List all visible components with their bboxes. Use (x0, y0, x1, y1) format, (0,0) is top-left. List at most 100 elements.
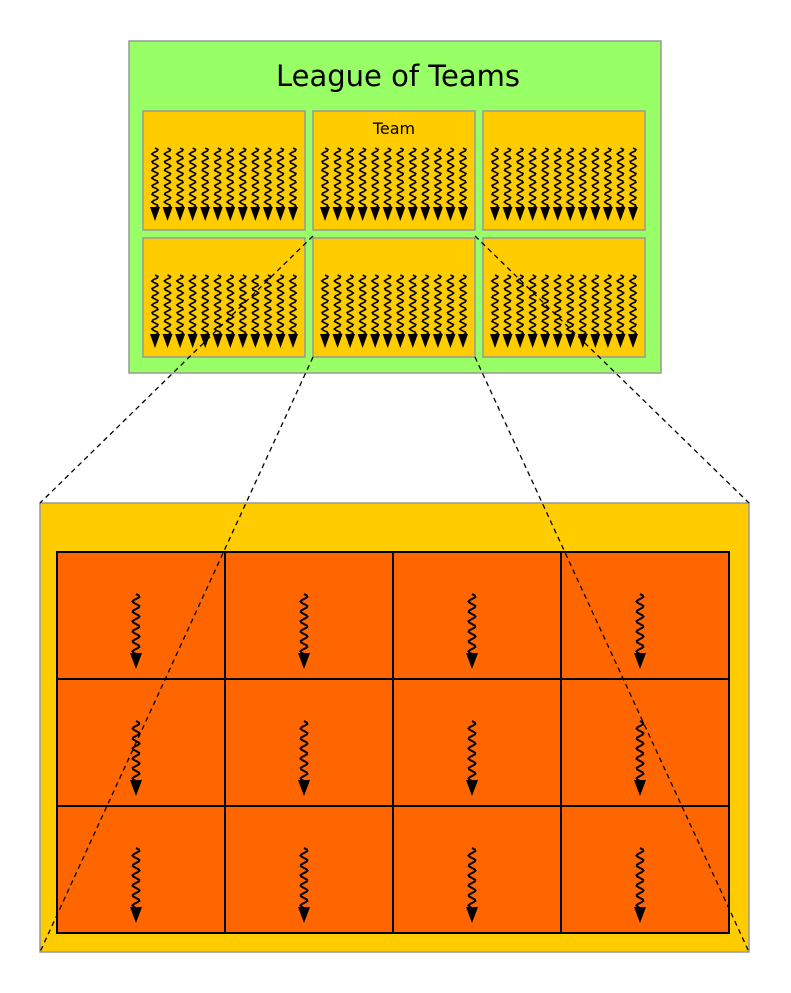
wavy-arrow-icon (187, 274, 198, 348)
wavy-arrow-icon (357, 274, 368, 348)
thread-grid (56, 551, 730, 934)
thread-cell-rect (224, 678, 394, 807)
wavy-arrow-icon (200, 274, 211, 348)
wavy-arrow-icon (275, 147, 286, 221)
wavy-arrow-icon (320, 147, 330, 221)
wavy-arrow-icon (130, 593, 142, 669)
thread-cell (560, 551, 730, 680)
wavy-arrow-icon (420, 274, 431, 348)
wavy-arrow-icon (628, 147, 638, 221)
wavy-arrow-icon (527, 274, 538, 348)
wavy-arrow-icon (502, 274, 513, 348)
league-title: League of Teams (276, 59, 520, 93)
wavy-arrow-icon (628, 274, 638, 348)
wavy-arrow-icon (515, 147, 526, 221)
wavy-arrow-icon (552, 274, 563, 348)
wavy-arrow-icon (262, 274, 273, 348)
thread-cell (224, 678, 394, 807)
wavy-arrow-icon (162, 147, 173, 221)
wavy-arrow-icon (395, 147, 406, 221)
wavy-arrow-icon (634, 720, 646, 796)
wavy-arrow-icon (298, 847, 310, 923)
wavy-arrow-icon (187, 147, 198, 221)
wavy-arrow-icon (458, 147, 468, 221)
wavy-arrow-icon (382, 147, 393, 221)
wavy-arrow-icon (288, 274, 298, 348)
wavy-arrow-icon (345, 274, 356, 348)
wavy-arrow-icon (502, 147, 513, 221)
wavy-arrow-icon (615, 147, 626, 221)
thread-cell (392, 805, 562, 934)
thread-cell-rect (560, 678, 730, 807)
wavy-arrow-icon (407, 147, 418, 221)
wavy-arrow-icon (250, 147, 261, 221)
wavy-arrow-icon (466, 847, 478, 923)
wavy-arrow-icon (357, 147, 368, 221)
wavy-arrow-icon (332, 274, 343, 348)
thread-cell (56, 678, 226, 807)
wavy-arrow-icon (590, 274, 601, 348)
wavy-arrow-icon (250, 274, 261, 348)
wavy-arrow-icon (298, 593, 310, 669)
wavy-arrow-icon (445, 147, 456, 221)
wavy-arrow-icon (200, 147, 211, 221)
wavy-arrow-icon (237, 147, 248, 221)
team-grid: Team (142, 110, 646, 358)
wavy-arrow-icon (577, 274, 588, 348)
wavy-arrow-icon (370, 147, 381, 221)
team-box (142, 110, 306, 231)
thread-cell-rect (56, 551, 226, 680)
wavy-arrow-icon (490, 274, 500, 348)
wavy-arrow-icon (175, 147, 186, 221)
team-box: Team (312, 110, 476, 231)
wavy-arrow-icon (420, 147, 431, 221)
wavy-arrow-icon (162, 274, 173, 348)
thread-cell-rect (392, 678, 562, 807)
wavy-arrow-icon (225, 147, 236, 221)
wavy-arrow-icon (634, 593, 646, 669)
wavy-arrow-icon (288, 147, 298, 221)
thread-cell-rect (560, 805, 730, 934)
wavy-arrow-icon (540, 274, 551, 348)
wavy-arrow-icon (130, 720, 142, 796)
wavy-arrow-icon (540, 147, 551, 221)
wavy-arrow-icon (407, 274, 418, 348)
wavy-arrow-icon (212, 147, 223, 221)
wavy-arrow-icon (552, 147, 563, 221)
thread-cell-rect (56, 678, 226, 807)
wavy-arrow-icon (615, 274, 626, 348)
wavy-arrow-icon (212, 274, 223, 348)
thread-cell (392, 551, 562, 680)
wavy-arrow-icon (130, 847, 142, 923)
thread-cell-rect (560, 551, 730, 680)
thread-cell-rect (224, 805, 394, 934)
wavy-arrow-icon (445, 274, 456, 348)
wavy-arrow-icon (458, 274, 468, 348)
team-label: Team (372, 119, 415, 138)
wavy-arrow-icon (577, 147, 588, 221)
wavy-arrow-icon (237, 274, 248, 348)
thread-cell-rect (392, 551, 562, 680)
thread-cell (560, 805, 730, 934)
wavy-arrow-icon (395, 274, 406, 348)
wavy-arrow-icon (602, 274, 613, 348)
zoom-connectors (39, 235, 750, 953)
wavy-arrow-icon (262, 147, 273, 221)
thread-cell (224, 551, 394, 680)
thread-cell (56, 805, 226, 934)
wavy-arrow-icon (150, 147, 160, 221)
zoom-connector-line (474, 235, 750, 504)
wavy-arrow-icon (370, 274, 381, 348)
wavy-arrow-icon (565, 274, 576, 348)
team-box (142, 237, 306, 358)
wavy-arrow-icon (150, 274, 160, 348)
wavy-arrow-icon (634, 847, 646, 923)
thread-cell-rect (56, 805, 226, 934)
zoom-connector-line (474, 356, 750, 953)
wavy-arrow-icon (565, 147, 576, 221)
thread-cell (56, 551, 226, 680)
wavy-arrow-icon (602, 147, 613, 221)
wavy-arrow-icon (490, 147, 500, 221)
wavy-arrow-icon (466, 720, 478, 796)
